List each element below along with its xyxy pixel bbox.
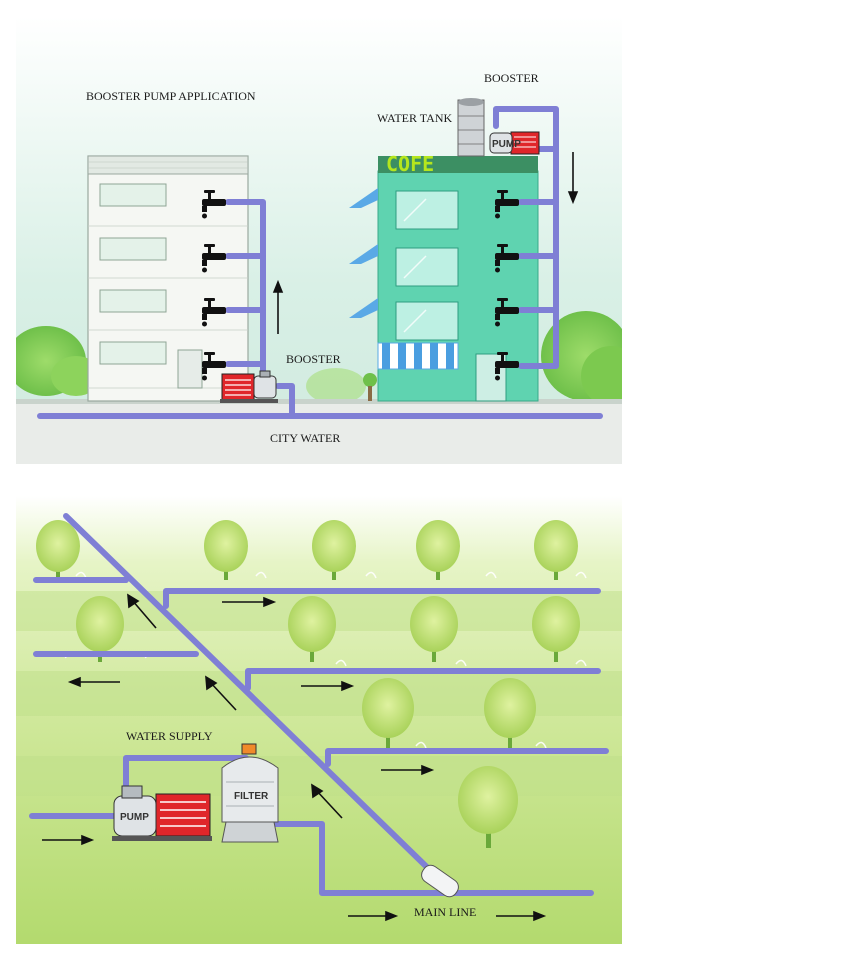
faucet-icon [202, 298, 226, 327]
ground [16, 401, 622, 464]
pump-label: PUMP [120, 812, 149, 823]
irrigation-pipes [29, 513, 609, 896]
booster-pump-diagram: COFE [16, 16, 622, 464]
booster-pump-illustration: COFE [16, 16, 622, 464]
faucet-icon [495, 298, 519, 327]
irrigation-flow-arrows [42, 593, 547, 922]
up-arrow-icon [209, 681, 237, 711]
branch-pipe [163, 588, 601, 609]
pipes [37, 106, 603, 419]
striped-awning [377, 342, 459, 370]
booster-pump-ground [220, 370, 278, 403]
up-arrow-icon [315, 789, 343, 819]
cafe-building: COFE [349, 152, 539, 402]
branch-pipe [325, 748, 609, 767]
faucet-icon [495, 352, 519, 381]
water-supply-label: WATER SUPPLY [126, 729, 213, 743]
diagonal-main-pipe [63, 513, 437, 877]
left-riser-pipe [225, 199, 266, 379]
faucet-icons-right [495, 190, 519, 381]
water-tank-label: WATER TANK [377, 111, 452, 125]
booster-top-label: BOOSTER [484, 71, 539, 85]
main-line-label: MAIN LINE [414, 905, 476, 919]
irrigation-pump: PUMP [112, 785, 212, 841]
up-arrow-icon [131, 599, 157, 629]
booster-pump-roof: PUMP [489, 131, 540, 155]
booster-ground-label: BOOSTER [286, 352, 341, 366]
faucet-icon [495, 190, 519, 219]
trees [36, 520, 580, 848]
faucet-icon [202, 352, 226, 381]
faucet-icon [202, 190, 226, 219]
booster-inlet-pipe [275, 383, 295, 419]
cafe-sign: COFE [386, 152, 434, 176]
branch-pipe [245, 668, 601, 691]
water-tank [457, 98, 485, 157]
apartment-building [87, 155, 249, 402]
city-water-label: CITY WATER [270, 431, 340, 445]
roof-booster-pipe [493, 106, 559, 152]
diagram-title: BOOSTER PUMP APPLICATION [86, 89, 256, 103]
flow-arrows [272, 152, 579, 334]
filter-tank: FILTER [221, 743, 279, 843]
faucet-icon [495, 244, 519, 273]
faucet-icons-left [202, 190, 226, 381]
irrigation-diagram: PUMP FILTER WATER SUPPLY MAIN LINE [16, 496, 622, 944]
faucet-icon [202, 244, 226, 273]
roof-pump-label: PUMP [492, 139, 521, 150]
right-riser-pipe [518, 146, 559, 369]
irrigation-illustration: PUMP FILTER WATER SUPPLY MAIN LINE [16, 496, 622, 944]
main-line-valve [421, 864, 459, 898]
filter-label: FILTER [234, 791, 269, 802]
